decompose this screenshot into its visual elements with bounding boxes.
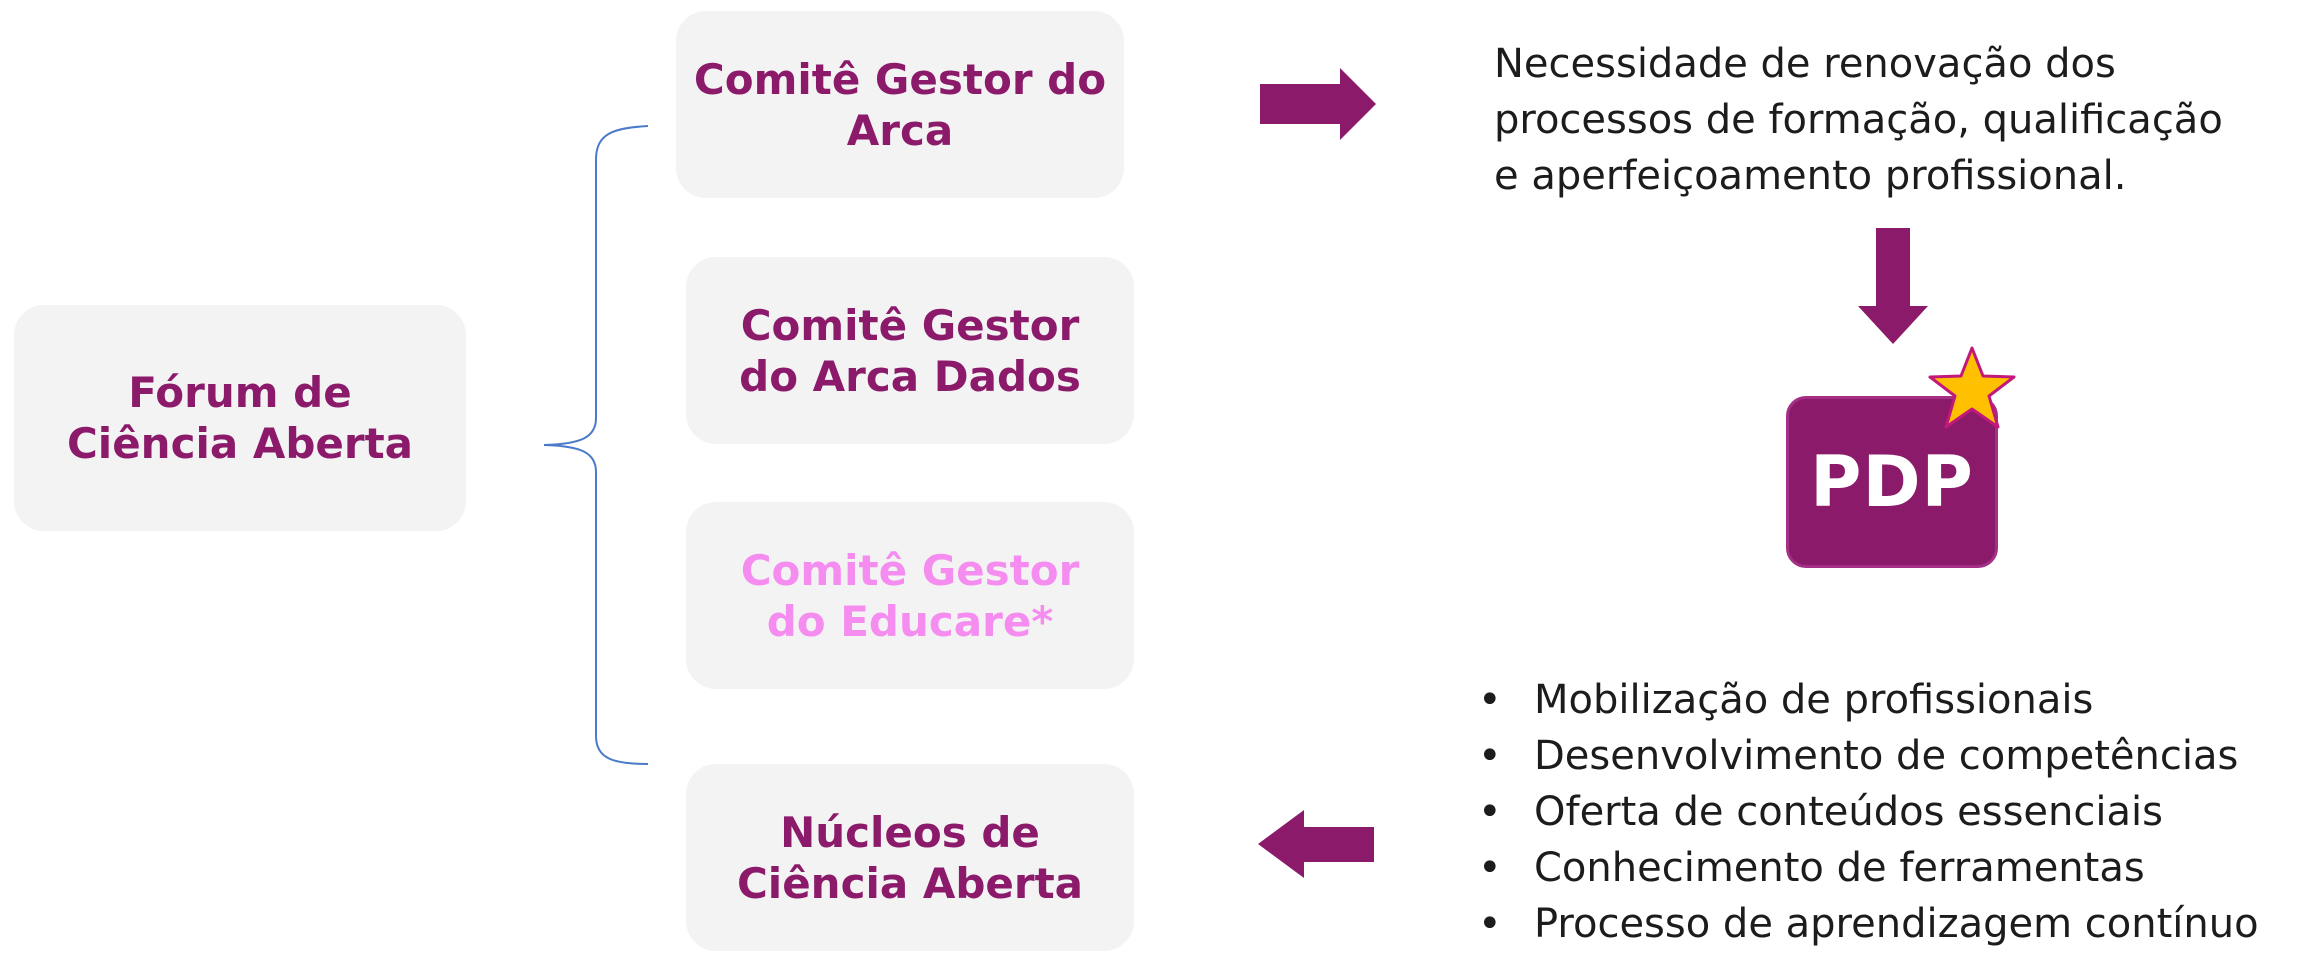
list-item: • Mobilização de profissionais — [1470, 672, 2310, 728]
benefits-list: • Mobilização de profissionais • Desenvo… — [1470, 672, 2310, 952]
list-item-text: Oferta de conteúdos essenciais — [1534, 789, 2163, 835]
arrow-down-icon — [1858, 228, 1928, 344]
arrow-right-icon — [1260, 68, 1376, 140]
committee-box-arca-dados: Comitê Gestor do Arca Dados — [686, 257, 1134, 444]
list-item-text: Conhecimento de ferramentas — [1534, 845, 2145, 891]
bullet-symbol: • — [1478, 677, 1502, 723]
list-item: • Processo de aprendizagem contínuo — [1470, 896, 2310, 952]
committee-label-arca-dados: Comitê Gestor do Arca Dados — [739, 300, 1081, 401]
nucleos-box: Núcleos de Ciência Aberta — [686, 764, 1134, 951]
committee-label-arca: Comitê Gestor do Arca — [693, 54, 1107, 155]
nucleos-label: Núcleos de Ciência Aberta — [736, 807, 1084, 908]
pdp-label: PDP — [1810, 441, 1974, 523]
forum-box: Fórum de Ciência Aberta — [14, 305, 466, 531]
bullet-symbol: • — [1478, 901, 1502, 947]
list-item: • Oferta de conteúdos essenciais — [1470, 784, 2310, 840]
list-item-text: Processo de aprendizagem contínuo — [1534, 901, 2259, 947]
star-icon — [1928, 346, 2016, 429]
bullet-symbol: • — [1478, 733, 1502, 779]
forum-label: Fórum de Ciência Aberta — [66, 368, 414, 468]
bullet-symbol: • — [1478, 845, 1502, 891]
curly-brace-icon — [543, 125, 649, 765]
pdp-badge: PDP — [1782, 340, 2022, 580]
list-item-text: Mobilização de profissionais — [1534, 677, 2094, 723]
list-item-text: Desenvolvimento de competências — [1534, 733, 2239, 779]
committee-box-educare: Comitê Gestor do Educare* — [686, 502, 1134, 689]
pdp-box: PDP — [1786, 396, 1998, 568]
list-item: • Conhecimento de ferramentas — [1470, 840, 2310, 896]
list-item: • Desenvolvimento de competências — [1470, 728, 2310, 784]
bullet-symbol: • — [1478, 789, 1502, 835]
renewal-need-text: Necessidade de renovação dos processos d… — [1494, 41, 2223, 199]
arrow-left-icon — [1258, 810, 1374, 878]
committee-box-arca: Comitê Gestor do Arca — [676, 11, 1124, 198]
committee-label-educare: Comitê Gestor do Educare* — [740, 545, 1080, 646]
